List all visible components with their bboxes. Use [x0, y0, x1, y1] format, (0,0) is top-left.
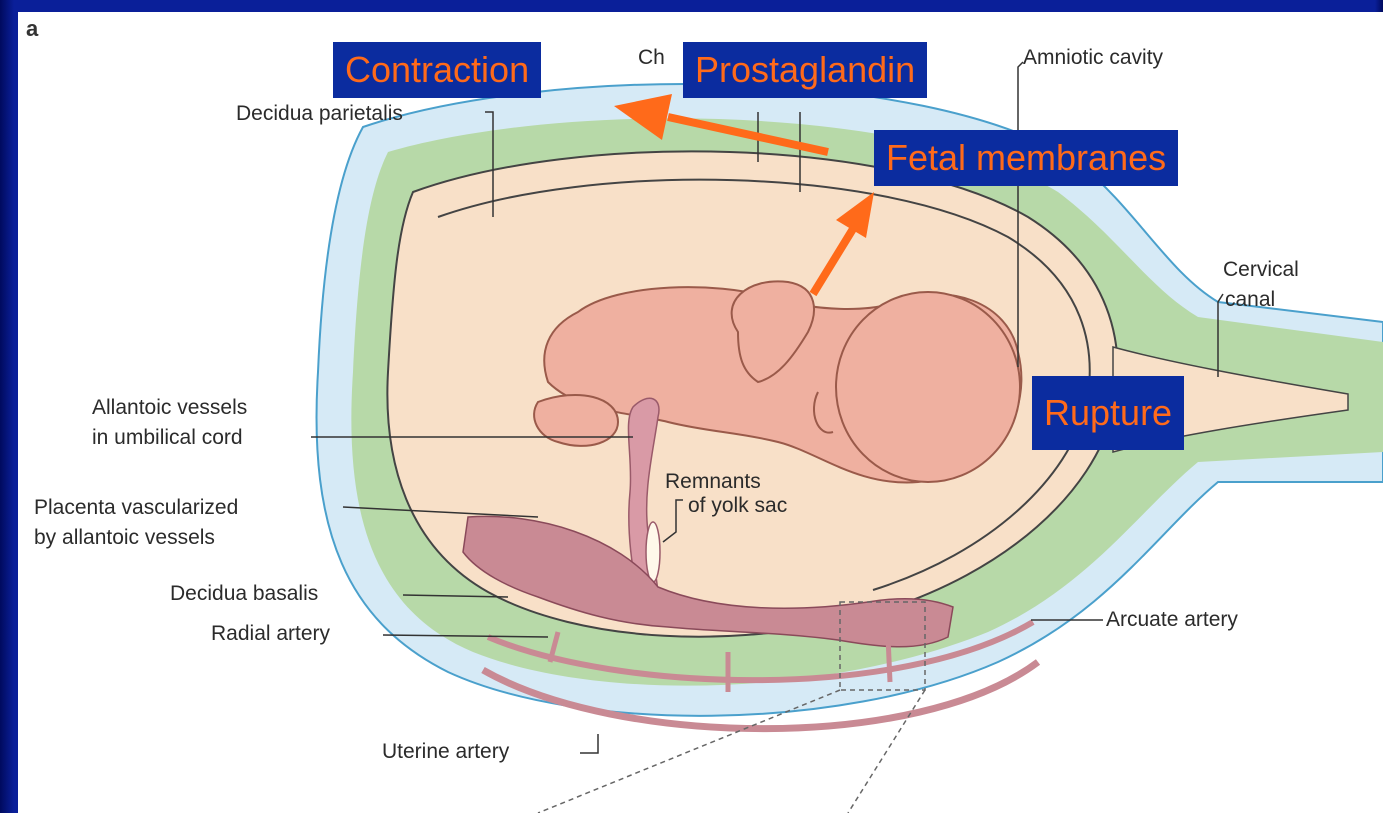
yolk-sac-remnant [646, 522, 660, 582]
panel-letter: a [26, 16, 38, 42]
label-placenta-line1: Placenta vascularized [34, 496, 238, 520]
label-remnants-line2: of yolk sac [688, 494, 787, 518]
callout-contraction: Contraction [333, 42, 541, 98]
label-uterine-artery: Uterine artery [382, 740, 509, 764]
zoom-line-right [848, 690, 925, 813]
label-placenta-line2: by allantoic vessels [34, 526, 215, 550]
label-radial-artery: Radial artery [211, 622, 330, 646]
callout-rupture: Rupture [1032, 376, 1184, 450]
label-decidua-parietalis: Decidua parietalis [236, 102, 403, 126]
label-amniotic-cavity: Amniotic cavity [1023, 46, 1163, 70]
label-chorion: Ch [638, 46, 665, 70]
label-canal: canal [1225, 288, 1275, 312]
label-cervical: Cervical [1223, 258, 1299, 282]
label-allantoic-line1: Allantoic vessels [92, 396, 247, 420]
fetus-leg [534, 395, 618, 446]
label-decidua-basalis: Decidua basalis [170, 582, 318, 606]
callout-prostaglandin: Prostaglandin [683, 42, 927, 98]
label-allantoic-line2: in umbilical cord [92, 426, 243, 450]
fetus-head [836, 292, 1020, 482]
callout-fetal-membranes: Fetal membranes [874, 130, 1178, 186]
label-arcuate-artery: Arcuate artery [1106, 608, 1238, 632]
label-remnants-line1: Remnants [665, 470, 761, 494]
radial-artery-3 [888, 637, 890, 682]
